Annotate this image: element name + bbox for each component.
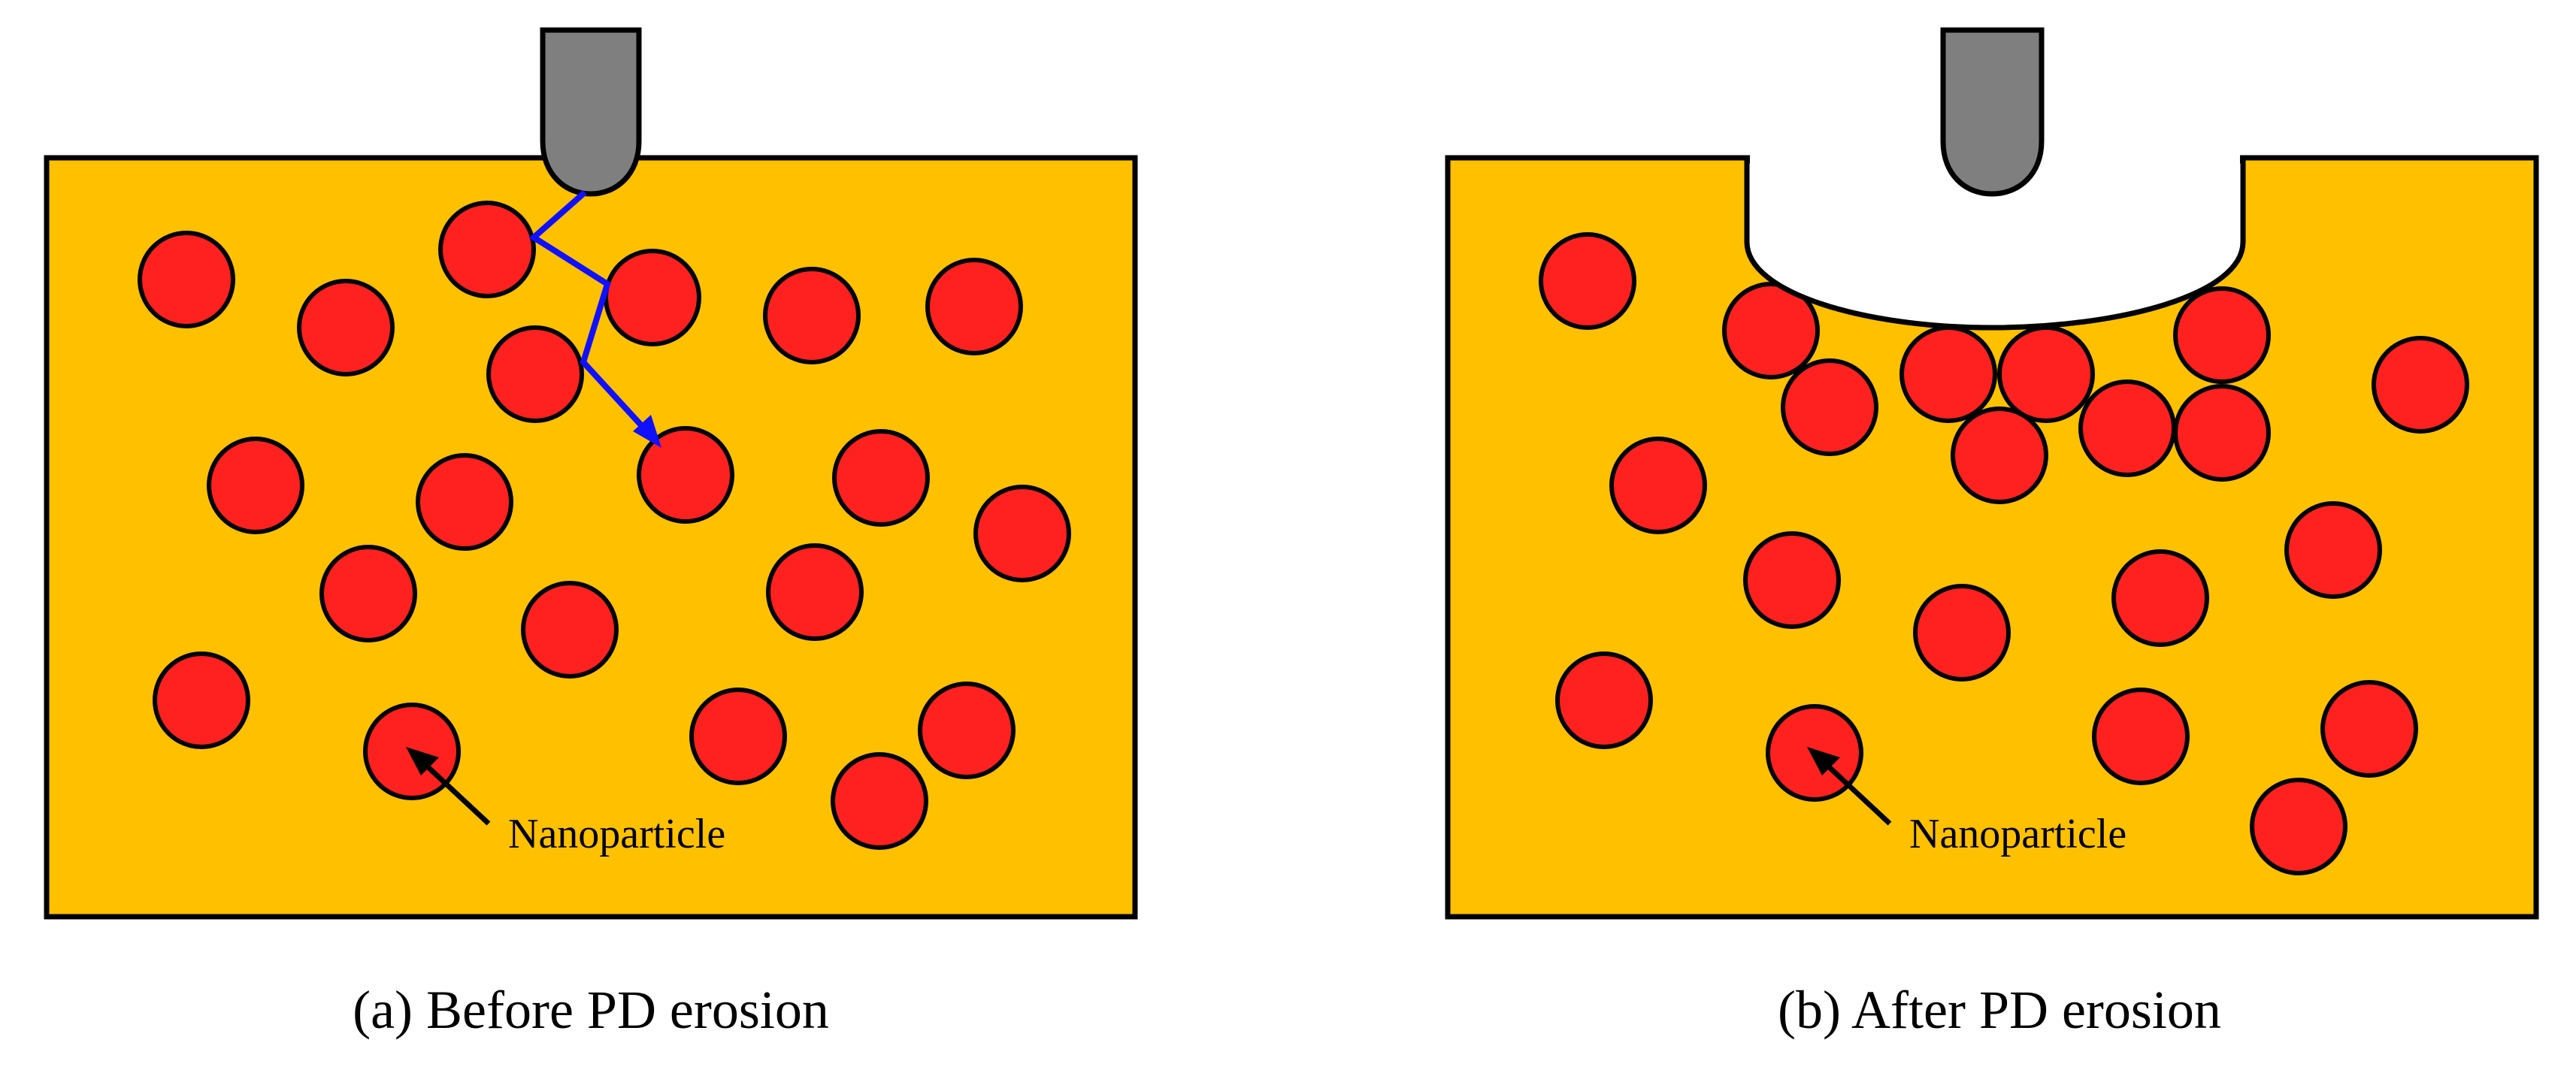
nanoparticle (766, 543, 864, 641)
nanoparticle-group (138, 201, 1071, 850)
nanoparticle (521, 581, 619, 679)
pointer-arrowhead (1807, 747, 1840, 775)
nanoparticle (153, 651, 250, 749)
nanoparticle (1997, 325, 2095, 423)
nanoparticle (2092, 688, 2190, 785)
nanoparticle (1722, 282, 1820, 379)
nanoparticle (297, 279, 395, 376)
nanoparticle-group (1539, 232, 2469, 875)
tree-path-arrowhead (633, 415, 661, 448)
nanoparticle (831, 752, 928, 850)
nanoparticle-label: Nanoparticle (508, 811, 725, 857)
nanoparticle (486, 325, 584, 423)
pointer-arrowhead (406, 747, 439, 775)
nanoparticle (1913, 584, 2011, 682)
nanoparticle (1781, 358, 1878, 456)
nanoparticle (1555, 651, 1653, 749)
nanoparticle (438, 201, 536, 298)
nanoparticle (416, 453, 513, 551)
nanoparticle (918, 682, 1016, 779)
nanoparticle (2111, 549, 2209, 647)
nanoparticle (925, 258, 1023, 355)
erosion-cavity (1744, 158, 2246, 331)
nanoparticle (1609, 437, 1707, 534)
nanoparticle (2250, 778, 2347, 875)
nanoparticle (138, 231, 235, 328)
panel-after-erosion: Nanoparticle (b) After PD erosion (1445, 27, 2539, 1040)
nanoparticle (604, 249, 701, 346)
nanoparticle (2078, 379, 2176, 477)
panel-a-caption: (a) Before PD erosion (353, 980, 829, 1040)
nanoparticle (2284, 501, 2382, 599)
nanoparticle (973, 485, 1071, 582)
electrical-tree-path (528, 190, 653, 438)
nanoparticle (1899, 325, 1997, 423)
nanoparticle (2173, 384, 2271, 482)
nanoparticle (207, 437, 304, 534)
nanoparticle (2320, 680, 2418, 778)
needle-electrode (1940, 27, 2045, 197)
nanoparticle-pointer-arrow (1821, 760, 1892, 826)
nanoparticle (319, 545, 417, 642)
nanoparticle (2173, 286, 2271, 384)
nanoparticle (2372, 336, 2469, 434)
nanoparticle (1743, 531, 1841, 629)
nanoparticle (689, 688, 787, 785)
panel-b-caption: (b) After PD erosion (1778, 980, 2221, 1040)
nanoparticle (832, 429, 930, 527)
nanoparticle (1539, 232, 1636, 330)
nanoparticle (763, 267, 861, 364)
nanoparticle-pointer-arrow (420, 760, 491, 826)
needle-electrode (540, 27, 642, 197)
nanoparticle (637, 426, 734, 524)
panel-before-erosion: Nanoparticle (a) Before PD erosion (44, 27, 1138, 1040)
nanoparticle (1951, 407, 2048, 504)
nanoparticle-label: Nanoparticle (1909, 811, 2126, 857)
